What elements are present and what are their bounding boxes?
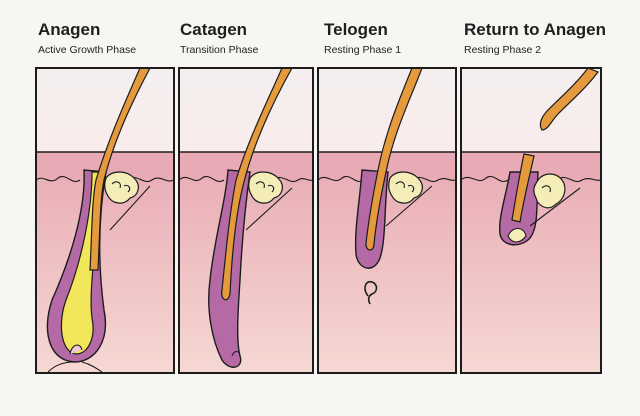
gland-lobes bbox=[111, 181, 131, 193]
phase-title: Anagen bbox=[38, 20, 101, 39]
panel-catagen bbox=[178, 67, 314, 374]
epidermis-edge bbox=[127, 176, 174, 182]
hair-shaft bbox=[221, 68, 293, 301]
epidermis-edge bbox=[273, 176, 313, 182]
phase-title: Return to Anagen bbox=[464, 20, 606, 39]
shed-hair bbox=[539, 68, 599, 131]
skin-layer bbox=[318, 152, 456, 373]
panel-frame bbox=[317, 67, 457, 374]
skin-surface-area bbox=[36, 68, 174, 152]
gland-lobes bbox=[395, 181, 415, 193]
phase-subtitle: Resting Phase 2 bbox=[464, 44, 542, 56]
sebaceous-gland bbox=[248, 171, 283, 204]
skin-surface-area bbox=[179, 68, 313, 152]
phase-subtitle: Transition Phase bbox=[180, 44, 259, 56]
arrector-pili-muscle bbox=[109, 185, 151, 231]
epidermis-edge bbox=[557, 176, 601, 182]
phase-heading-catagen: Catagen Transition Phase bbox=[180, 20, 258, 57]
epidermis-edge bbox=[461, 176, 509, 182]
phase-title: Catagen bbox=[180, 20, 248, 39]
panel-frame bbox=[460, 67, 602, 374]
new-hair-shaft bbox=[511, 153, 535, 223]
arrector-pili-muscle bbox=[385, 185, 433, 227]
dermal-papilla bbox=[69, 344, 83, 355]
new-hair-bulb bbox=[507, 227, 527, 243]
arrector-pili-muscle bbox=[245, 187, 293, 231]
sebaceous-gland bbox=[533, 173, 566, 209]
arrector-pili-muscle bbox=[529, 187, 581, 227]
phase-subtitle: Resting Phase 1 bbox=[324, 44, 402, 56]
sebaceous-gland bbox=[388, 171, 423, 204]
sebaceous-gland bbox=[104, 171, 139, 204]
panel-frame bbox=[35, 67, 175, 374]
epidermis-edge bbox=[36, 176, 81, 182]
papilla-vessel bbox=[47, 361, 103, 373]
panel-telogen bbox=[317, 67, 457, 374]
phase-subtitle: Active Growth Phase bbox=[38, 44, 137, 56]
epidermis-edge bbox=[179, 176, 225, 182]
panel-frame bbox=[178, 67, 314, 374]
papilla-tail bbox=[231, 350, 241, 357]
hair-shaft bbox=[365, 68, 423, 251]
panel-return-to-anagen bbox=[460, 67, 602, 374]
hair-shaft bbox=[89, 68, 151, 271]
gland-lobes bbox=[541, 185, 551, 193]
epidermis-edge bbox=[318, 176, 365, 182]
phase-heading-anagen: Anagen Active Growth Phase bbox=[38, 20, 136, 57]
gland-lobes bbox=[255, 181, 275, 193]
phase-title: Telogen bbox=[324, 20, 388, 39]
skin-layer bbox=[461, 152, 601, 373]
dermal-papilla bbox=[364, 280, 378, 305]
panel-anagen bbox=[35, 67, 175, 374]
epidermis-edge bbox=[413, 176, 456, 182]
phase-heading-telogen: Telogen Resting Phase 1 bbox=[324, 20, 401, 57]
phase-heading-return-to-anagen: Return to Anagen Resting Phase 2 bbox=[464, 20, 606, 57]
